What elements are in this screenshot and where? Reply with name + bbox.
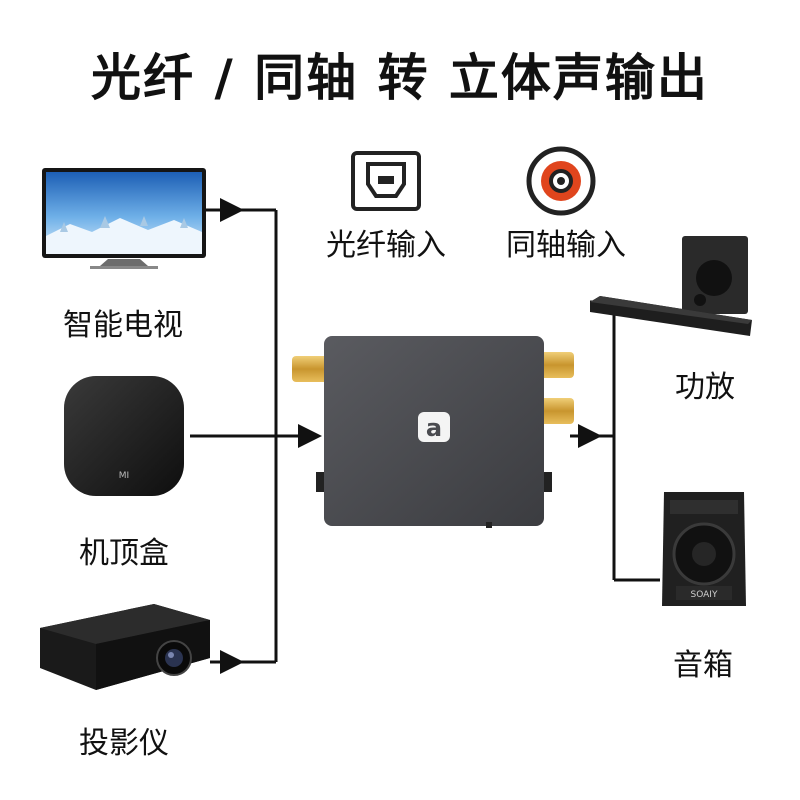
converter-box: a xyxy=(290,330,580,530)
speaker-icon: SOAIY xyxy=(656,482,752,616)
projector-icon xyxy=(34,598,214,694)
coaxial-port-icon xyxy=(526,146,596,216)
amplifier-soundbar-icon xyxy=(586,232,756,344)
coaxial-input-label: 同轴输入 xyxy=(506,228,626,263)
smart-tv-icon xyxy=(40,166,208,274)
arrow-tv xyxy=(220,198,244,222)
arrow-output xyxy=(578,424,602,448)
source-label-projector: 投影仪 xyxy=(79,726,169,761)
arrow-settop xyxy=(298,424,322,448)
output-label-speaker: 音箱 xyxy=(673,648,733,683)
speaker-brand-text: SOAIY xyxy=(691,590,718,600)
page-title: 光纤 / 同轴 转 立体声输出 xyxy=(91,49,709,107)
arrow-projector xyxy=(220,650,244,674)
source-label-tv: 智能电视 xyxy=(63,308,183,343)
optical-port-icon xyxy=(350,150,422,212)
set-top-box-icon: MI xyxy=(60,372,188,500)
output-label-amplifier: 功放 xyxy=(675,370,735,405)
source-label-settop: 机顶盒 xyxy=(79,536,169,571)
settop-brand-text: MI xyxy=(119,471,129,481)
converter-logo: a xyxy=(426,414,442,442)
optical-input-label: 光纤输入 xyxy=(326,228,446,263)
